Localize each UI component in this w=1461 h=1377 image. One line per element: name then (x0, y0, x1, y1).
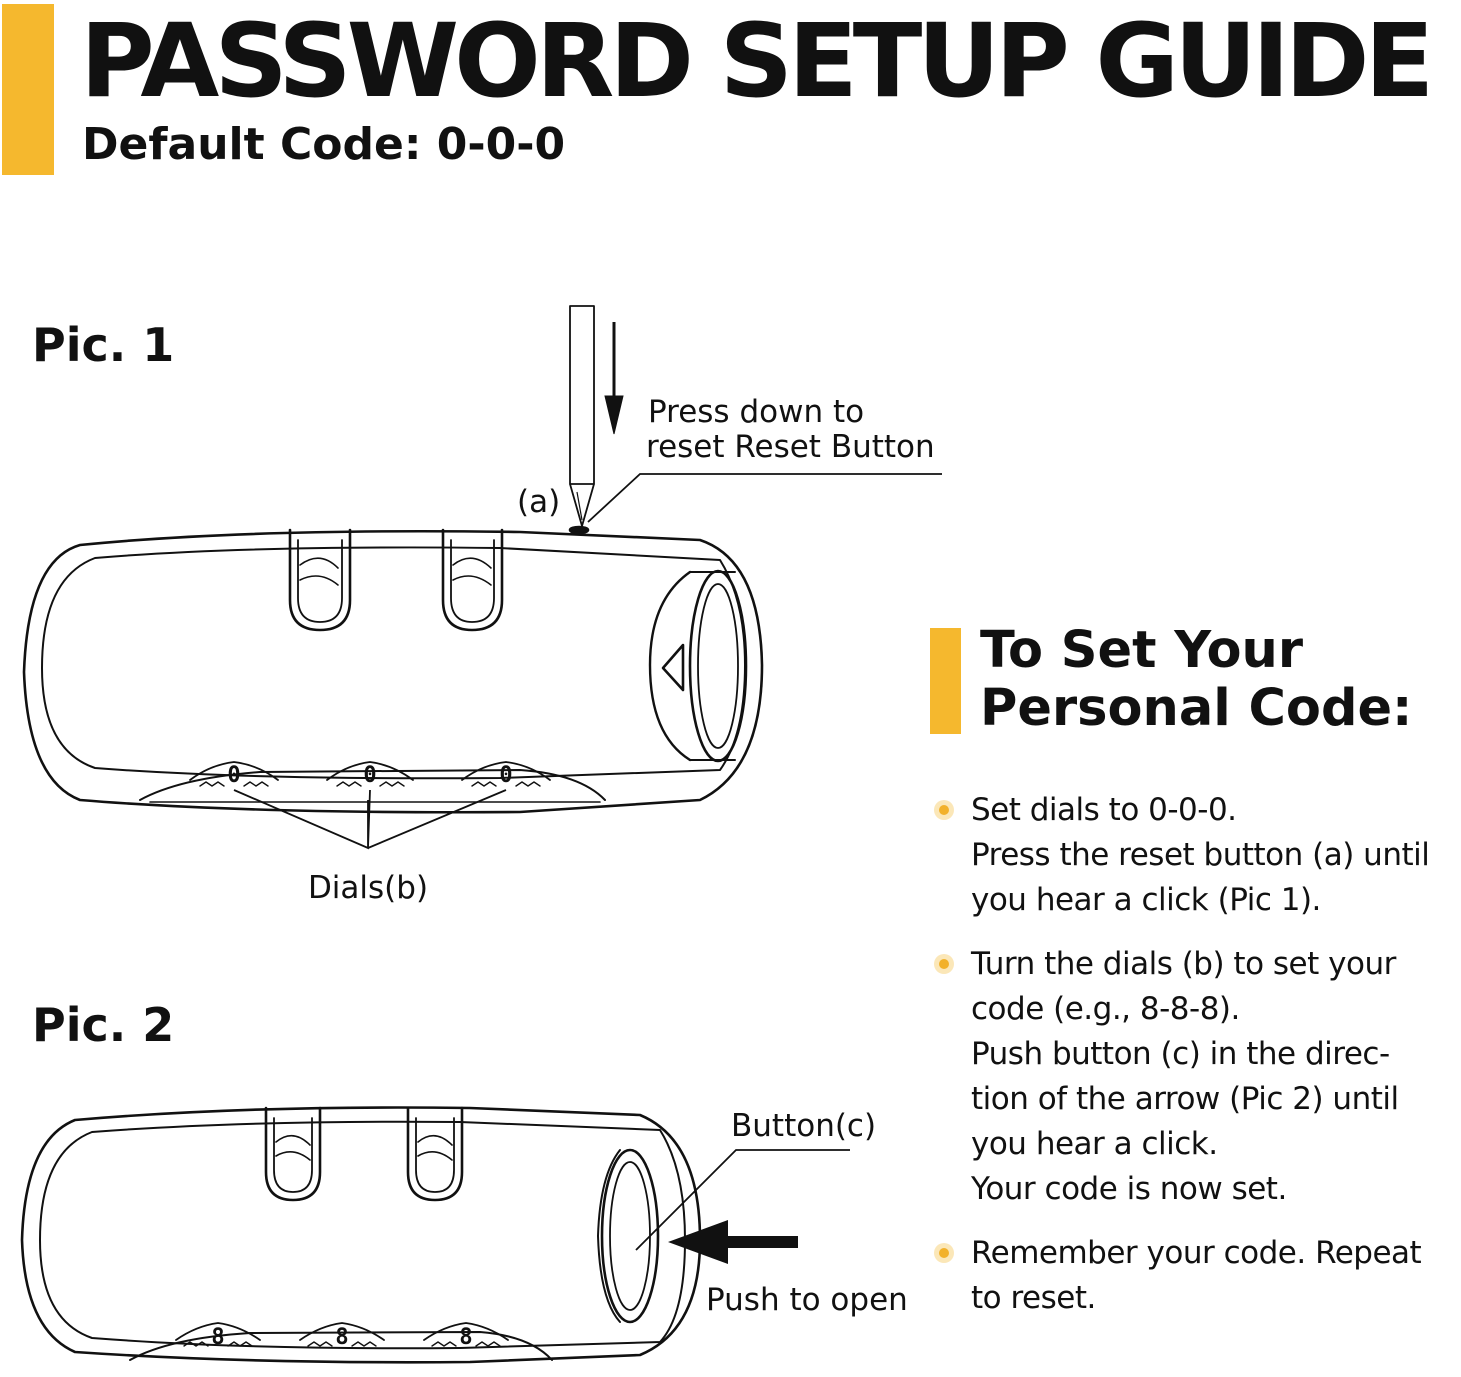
step-line: Your code is now set. (971, 1171, 1287, 1207)
step-line: Push button (c) in the direc- (971, 1036, 1390, 1072)
section-title: To Set Your Personal Code: (980, 622, 1412, 738)
step-line: Remember your code. Repeat (971, 1235, 1422, 1271)
default-code-subtitle: Default Code: 0-0-0 (82, 119, 566, 170)
dials-pointer-lines (233, 789, 507, 850)
step-line: you hear a click (Pic 1). (971, 882, 1321, 918)
title-accent-bar (2, 4, 54, 175)
dials-label-b: Dials(b) (308, 870, 428, 906)
step-line: to reset. (971, 1280, 1096, 1316)
push-to-open-label: Push to open (706, 1282, 908, 1318)
button-callout-line (635, 1149, 850, 1251)
step-3: Remember your code. Repeat to reset. (930, 1231, 1450, 1321)
pic1-dial-digit-2: 0 (363, 763, 376, 788)
step-line: Turn the dials (b) to set your (971, 946, 1396, 982)
lock-diagrams: 0 0 0 Press down to reset Reset Button (… (20, 305, 942, 1364)
section-accent-bar (930, 628, 961, 734)
callout-reset-button: reset Reset Button (646, 429, 935, 465)
pic2-dial-digit-1: 8 (211, 1325, 224, 1350)
step-line: Set dials to 0-0-0. (971, 792, 1237, 828)
lock-pic1 (22, 525, 764, 814)
pic1-dial-digit-3: 0 (499, 763, 512, 788)
pic1-dial-digit-1: 0 (227, 763, 240, 788)
bullet-icon (934, 954, 954, 974)
reset-callout-line (587, 473, 942, 523)
pic2-dial-digit-3: 8 (459, 1325, 472, 1350)
bullet-icon (934, 800, 954, 820)
pic1-label: Pic. 1 (32, 318, 175, 372)
step-line: Press the reset button (a) until (971, 837, 1430, 873)
step-line: code (e.g., 8-8-8). (971, 991, 1240, 1027)
section-title-line-2: Personal Code: (980, 679, 1413, 738)
instruction-steps: Set dials to 0-0-0. Press the reset butt… (930, 788, 1450, 1340)
bullet-icon (934, 1243, 954, 1263)
step-line: tion of the arrow (Pic 2) until (971, 1081, 1399, 1117)
reset-pin (569, 305, 595, 527)
step-2: Turn the dials (b) to set your code (e.g… (930, 942, 1450, 1212)
section-title-line-1: To Set Your (980, 621, 1304, 680)
pic2-dial-digit-2: 8 (335, 1325, 348, 1350)
press-down-arrow (604, 322, 624, 435)
lock-pic2 (20, 1106, 702, 1364)
button-label-c: Button(c) (731, 1108, 876, 1144)
step-1: Set dials to 0-0-0. Press the reset butt… (930, 788, 1450, 923)
push-arrow (668, 1220, 798, 1264)
callout-press-down: Press down to (648, 394, 864, 430)
step-line: you hear a click. (971, 1126, 1218, 1162)
pic2-label: Pic. 2 (32, 998, 175, 1052)
reset-label-a: (a) (517, 484, 560, 520)
page-title: PASSWORD SETUP GUIDE (80, 2, 1434, 121)
